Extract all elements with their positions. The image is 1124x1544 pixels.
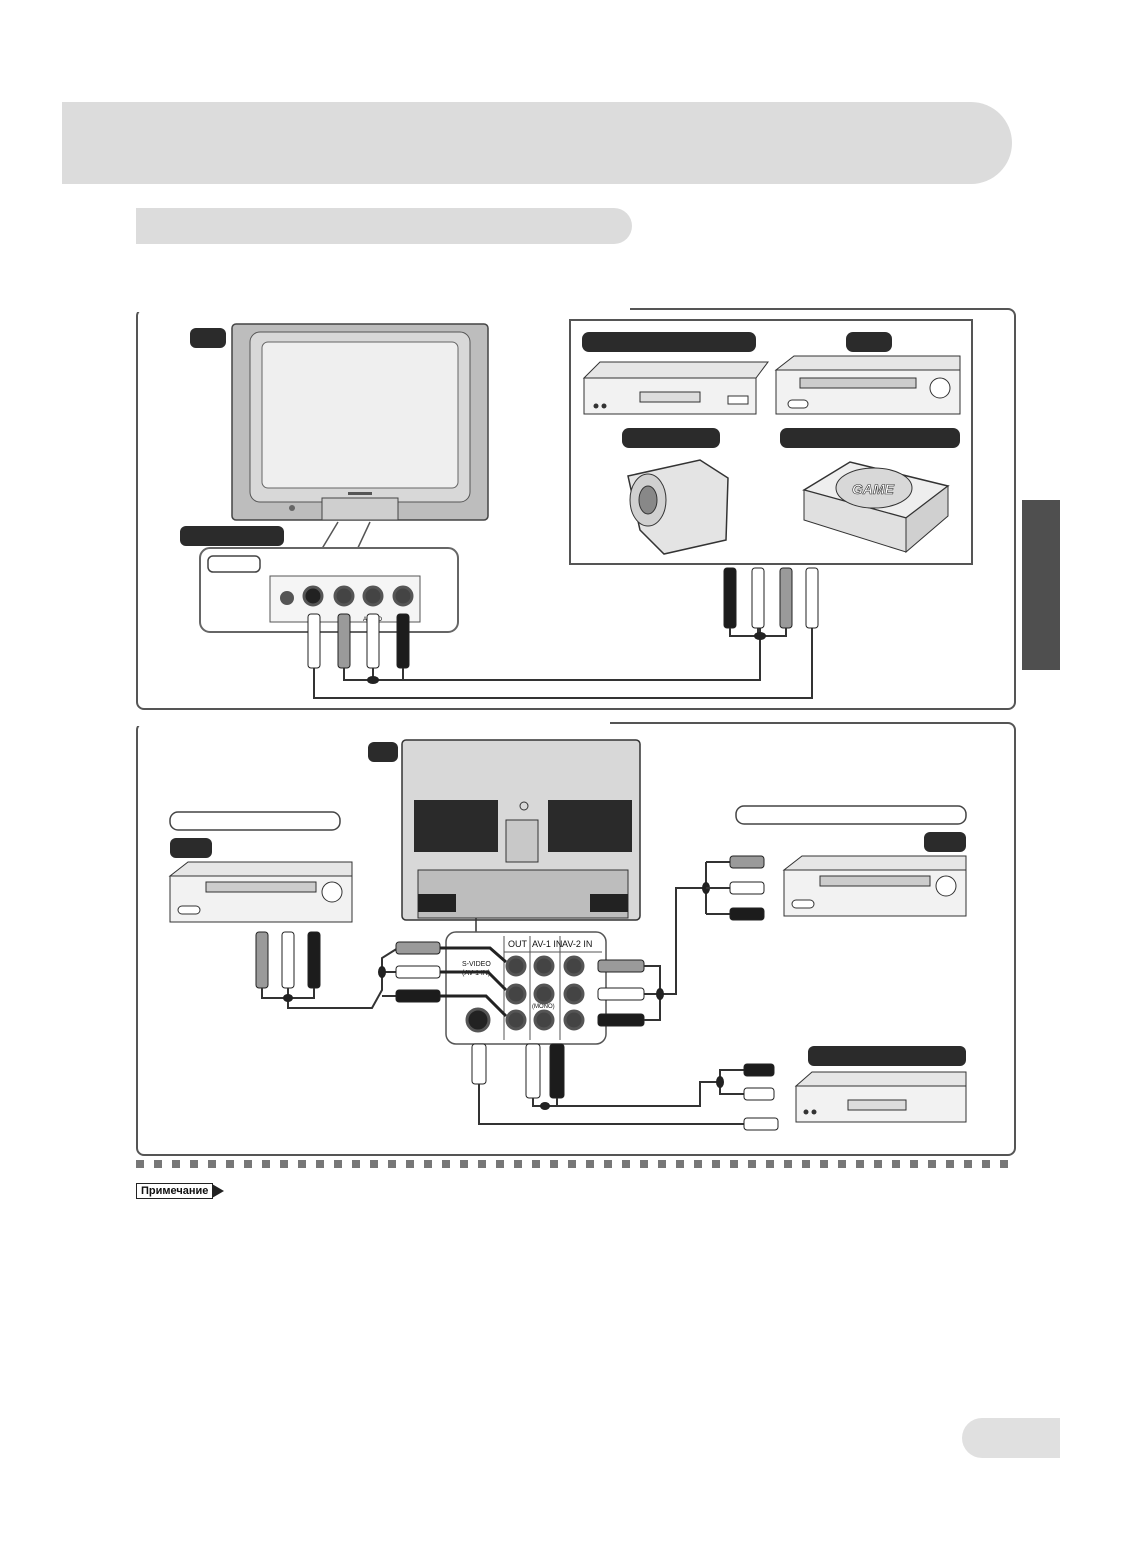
- chapter-side-tab: [1022, 500, 1060, 670]
- camcorder-image: [627, 459, 729, 555]
- dotted-separator: [136, 1160, 1016, 1168]
- tv-front-image: [231, 323, 489, 521]
- front-panel-label-box: [180, 526, 284, 546]
- rear-jack-panel: OUT AV-1 IN AV-2 IN S-VIDEO (AV-1 IN) (M…: [445, 931, 607, 1045]
- dvd-rear-image: [794, 1071, 967, 1123]
- camcorder-label-box: [622, 428, 720, 448]
- game-label-box: [780, 428, 960, 448]
- right-vcr-label-box: [924, 832, 966, 852]
- rear-mono-text: (MONO): [532, 1004, 555, 1010]
- note-label-text: Примечание: [136, 1183, 214, 1199]
- game-console-image: GAME: [802, 461, 950, 554]
- dvd-rear-label-box: [808, 1046, 966, 1066]
- vcr-image: [774, 355, 961, 415]
- rear-col-av1: AV-1 IN: [532, 939, 562, 949]
- right-device-outline-label: [735, 805, 967, 825]
- left-vcr-label-box: [170, 838, 212, 858]
- subsection-title-band: [136, 208, 632, 244]
- left-vcr-image: [168, 861, 353, 923]
- note-label: Примечание: [136, 1182, 225, 1200]
- note-arrow-icon: [212, 1184, 225, 1198]
- rear-col-av2: AV-2 IN: [562, 939, 592, 949]
- dvd-label-box: [582, 332, 756, 352]
- tv-rear-image: [401, 739, 641, 921]
- game-console-text: GAME: [852, 481, 895, 497]
- left-device-outline-label: [169, 811, 341, 831]
- tv-label-box: [190, 328, 226, 348]
- rear-svideo-text: S-VIDEO: [462, 961, 491, 968]
- vcr-label-box: [846, 332, 892, 352]
- page-number-tab: [962, 1418, 1060, 1458]
- right-vcr-image: [782, 855, 967, 917]
- dvd-player-image: [582, 361, 769, 415]
- device-plugs: [723, 567, 819, 629]
- section-title-band: [62, 102, 1012, 184]
- front-plugs: [307, 613, 410, 669]
- tv-rear-label-box: [368, 742, 398, 762]
- rear-col-out: OUT: [508, 939, 528, 949]
